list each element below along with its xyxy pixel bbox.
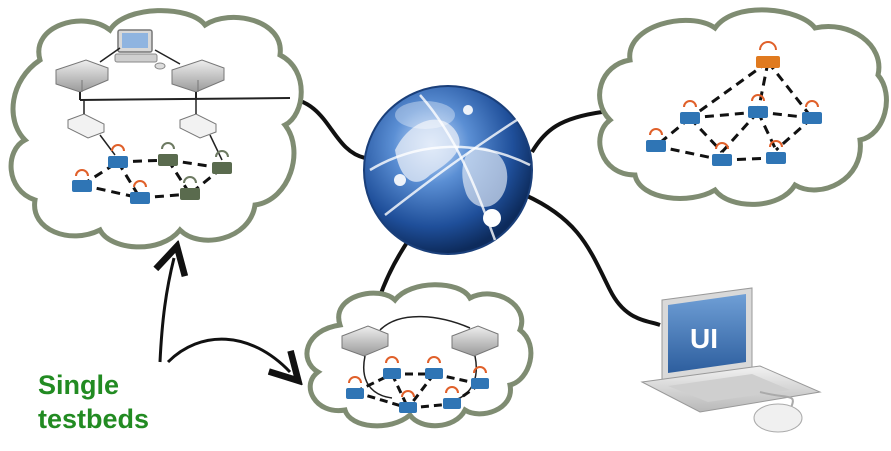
cloud-outline xyxy=(304,282,534,429)
sensor-node-icon xyxy=(72,169,92,192)
caption-line-2: testbeds xyxy=(38,404,150,434)
mouse-icon xyxy=(753,391,803,433)
globe-icon xyxy=(363,85,533,255)
gateway-node-icon xyxy=(756,41,780,68)
router-icon xyxy=(55,59,109,93)
network-cloud-icon xyxy=(597,7,889,207)
sensor-node-icon xyxy=(425,356,443,379)
sensor-node-icon xyxy=(130,180,150,204)
router-icon xyxy=(451,325,499,357)
laptop-screen-label: UI xyxy=(690,323,718,354)
sensor-node-icon xyxy=(212,150,232,174)
arrow-icon xyxy=(160,258,290,372)
sensor-node-icon xyxy=(802,100,822,124)
laptop-icon: UI xyxy=(640,287,822,413)
network-cables xyxy=(284,96,661,327)
sensor-node-icon xyxy=(646,128,666,152)
sensor-node-icon xyxy=(471,366,489,389)
cable-to-laptop xyxy=(524,193,661,327)
sensor-node-icon xyxy=(108,144,128,168)
cable-to-right-cloud xyxy=(530,110,603,154)
sensor-node-icon xyxy=(346,376,364,399)
sensor-node-icon xyxy=(766,140,786,164)
router-icon xyxy=(171,59,225,93)
network-cloud-icon xyxy=(8,8,304,250)
sensor-node-icon xyxy=(399,390,417,413)
cloud-outline xyxy=(597,7,889,207)
sensor-node-icon xyxy=(712,142,732,166)
router-icon xyxy=(341,325,389,357)
caption-line-1: Single xyxy=(38,370,120,400)
sensor-node-icon xyxy=(180,176,200,200)
network-cloud-icon xyxy=(304,282,534,429)
sensor-node-icon xyxy=(680,100,700,124)
sensor-node-icon xyxy=(748,94,768,118)
sensor-node-icon xyxy=(158,142,178,166)
single-testbeds-caption: Single testbeds xyxy=(38,368,188,436)
sensor-node-icon xyxy=(383,356,401,379)
workstation-icon xyxy=(114,29,166,70)
sensor-node-icon xyxy=(443,386,461,409)
cloud-outline xyxy=(8,8,304,250)
